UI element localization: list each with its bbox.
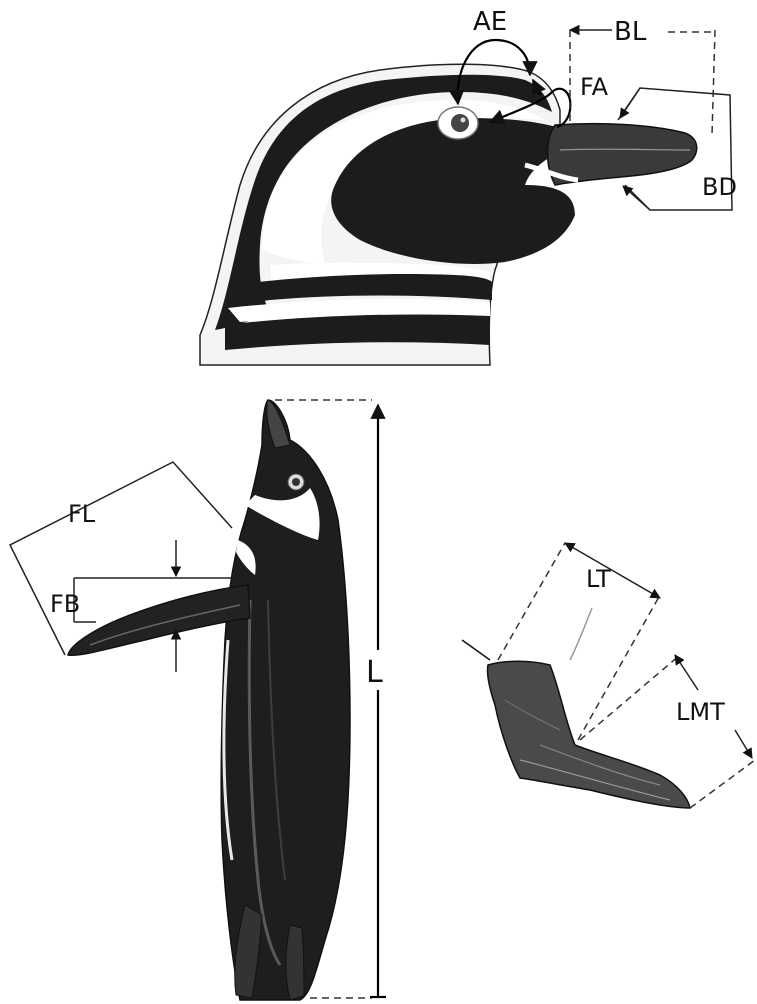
label-l: L (366, 655, 383, 690)
label-ae: AE (473, 7, 507, 37)
penguin-foot-illustration (462, 608, 690, 808)
label-lt: LT (586, 565, 611, 593)
label-lmt: LMT (676, 698, 725, 726)
label-bl: BL (614, 17, 647, 47)
label-fa: FA (580, 73, 609, 101)
eye (438, 107, 478, 139)
bill (548, 124, 697, 185)
label-fb: FB (50, 590, 80, 618)
flipper (68, 585, 250, 655)
label-fl: FL (68, 500, 96, 528)
label-bd: BD (702, 173, 737, 201)
penguin-body-illustration (68, 400, 350, 1000)
penguin-head-illustration (200, 64, 697, 365)
